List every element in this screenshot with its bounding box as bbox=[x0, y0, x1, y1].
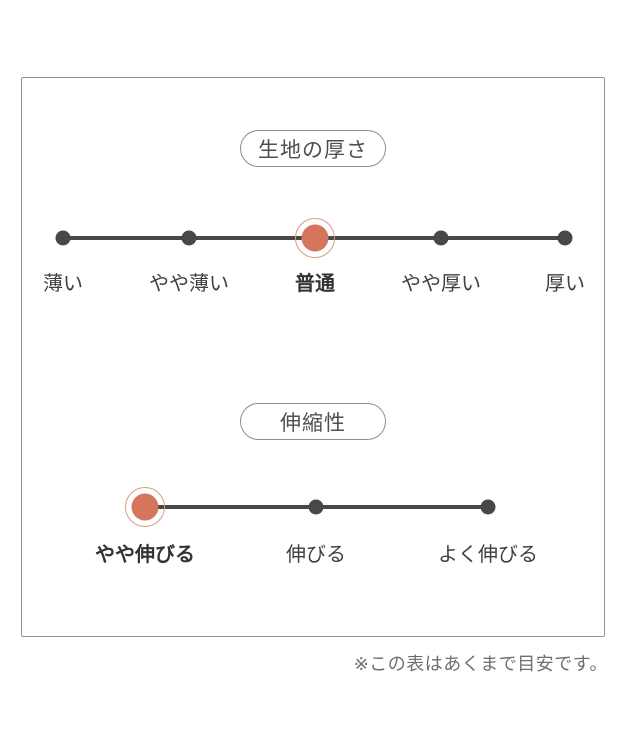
scale-option-label: よく伸びる bbox=[438, 544, 538, 566]
scale-option-label: やや厚い bbox=[401, 273, 481, 295]
scale-dot bbox=[55, 230, 71, 246]
scale-dot bbox=[308, 499, 324, 515]
stretchiness-track: やや伸びる 伸びる よく伸びる bbox=[22, 78, 604, 636]
stretchiness-scale: 伸縮性 やや伸びる 伸びる よく伸びる bbox=[22, 78, 604, 636]
scale-option-label: やや薄い bbox=[149, 273, 229, 295]
scale-option-label: やや伸びる bbox=[95, 544, 195, 566]
fabric-thickness-scale: 生地の厚さ 薄い やや薄い 普通 やや厚い 厚い bbox=[22, 78, 604, 636]
scale-option-label: 厚い bbox=[545, 273, 585, 295]
disclaimer-note: ※この表はあくまで目安です。 bbox=[353, 654, 608, 674]
fabric-thickness-title-pill: 生地の厚さ bbox=[240, 130, 386, 167]
scale-dot bbox=[557, 230, 573, 246]
scale-dot bbox=[433, 230, 449, 246]
fabric-thickness-track: 薄い やや薄い 普通 やや厚い 厚い bbox=[22, 78, 604, 636]
scale-option-label: 伸びる bbox=[286, 544, 346, 566]
fabric-thickness-title: 生地の厚さ bbox=[258, 138, 368, 162]
scale-option-label: 薄い bbox=[43, 273, 83, 295]
stretchiness-title: 伸縮性 bbox=[280, 411, 346, 435]
selected-value-ring bbox=[125, 487, 165, 527]
stretchiness-title-pill: 伸縮性 bbox=[240, 403, 386, 440]
scale-dot bbox=[181, 230, 197, 246]
scale-option-label: 普通 bbox=[295, 273, 335, 295]
scale-dot bbox=[480, 499, 496, 515]
selected-value-ring bbox=[295, 218, 335, 258]
spec-chart-frame: 生地の厚さ 薄い やや薄い 普通 やや厚い 厚い 伸縮性 やや伸びる 伸びる よく伸びる bbox=[21, 77, 605, 637]
